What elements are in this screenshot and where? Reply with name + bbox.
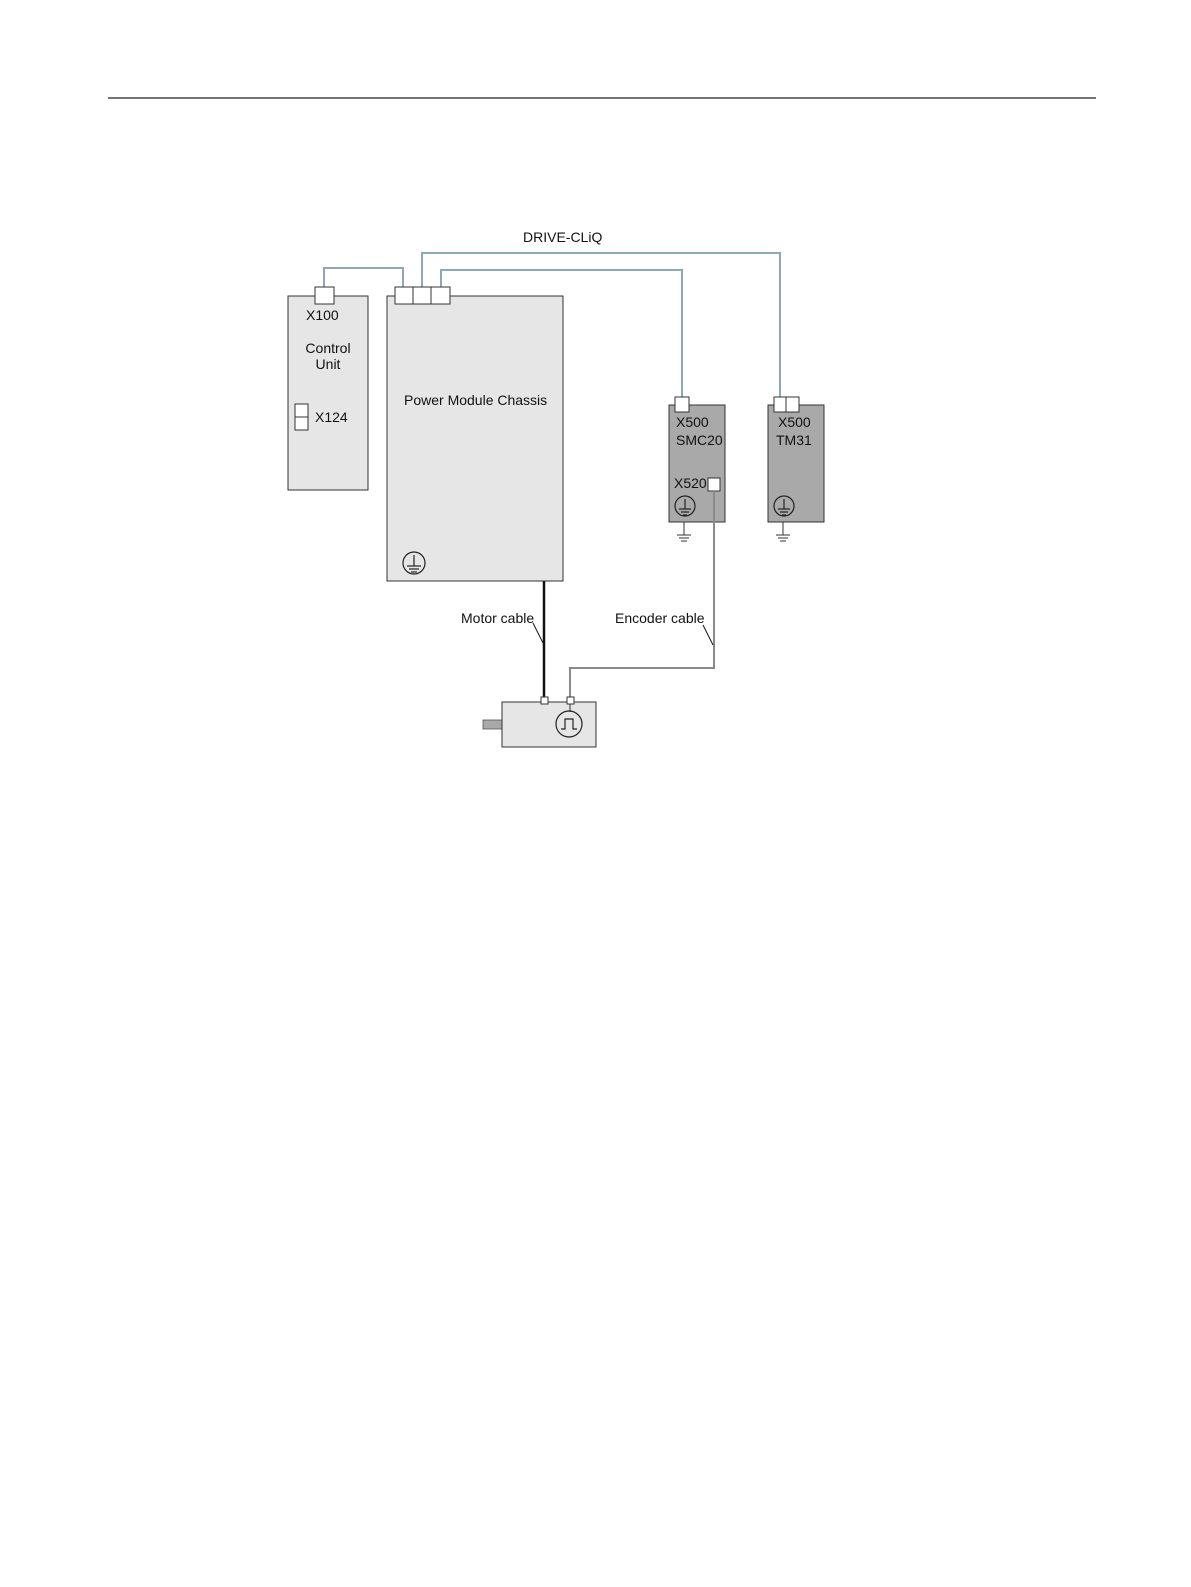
control-unit-title-line1: Control [305, 340, 350, 356]
smc20-port-x500 [675, 397, 689, 412]
tm31-x500-label: X500 [778, 414, 811, 430]
motor-power-terminal [541, 697, 548, 704]
ground-symbol-icon [677, 522, 691, 541]
motor-encoder-terminal [567, 697, 574, 704]
power-module-body [387, 296, 563, 581]
encoder-cable-leader [703, 625, 713, 645]
power-module-chassis: Power Module Chassis [387, 287, 563, 581]
encoder-cable-label: Encoder cable [615, 610, 705, 626]
motor-shaft [483, 720, 502, 729]
tm31-name: TM31 [776, 432, 812, 448]
smc20-name: SMC20 [676, 432, 723, 448]
smc20-port-x520 [708, 478, 720, 491]
tm31-port-1 [774, 397, 786, 412]
smc20-x520-label: X520 [674, 475, 707, 491]
smc20-x500-label: X500 [676, 414, 709, 430]
tm31-module: X500 TM31 [768, 397, 824, 541]
control-unit: X100 Control Unit X124 [288, 287, 368, 490]
tm31-port-2 [786, 397, 799, 412]
power-module-port-3 [431, 287, 450, 304]
power-module-port-2 [413, 287, 431, 304]
control-unit-port-x100 [315, 287, 334, 304]
motor [483, 697, 596, 747]
control-unit-x124-label: X124 [315, 409, 348, 425]
drive-cliq-label: DRIVE-CLiQ [523, 229, 602, 245]
control-unit-body [288, 296, 368, 490]
ground-symbol-icon [776, 522, 790, 541]
motor-cable-label: Motor cable [461, 610, 534, 626]
control-unit-title-line2: Unit [316, 356, 341, 372]
power-module-title: Power Module Chassis [404, 392, 547, 408]
control-unit-x100-label: X100 [306, 307, 339, 323]
motor-cable-leader [533, 623, 543, 643]
smc20-module: X500 SMC20 X520 [669, 397, 725, 541]
drive-cliq-cable-cu [324, 268, 403, 288]
power-module-port-1 [395, 287, 413, 304]
